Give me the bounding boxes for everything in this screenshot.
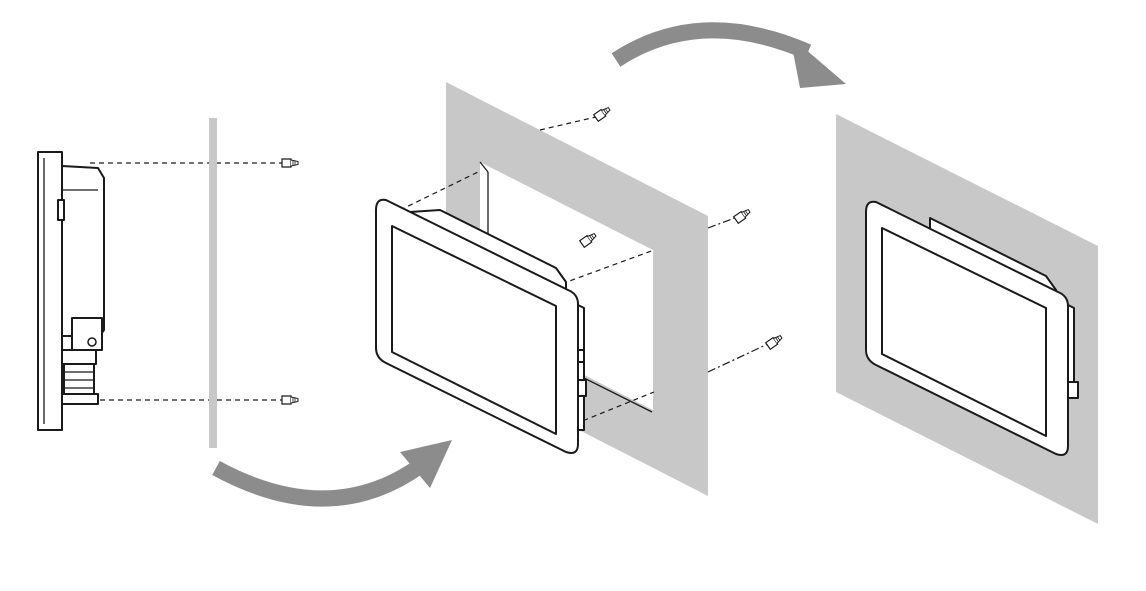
hmi-device (375, 198, 587, 454)
step-insert-into-cutout (375, 82, 785, 496)
step-side-view (37, 118, 299, 448)
screw-icon (281, 158, 299, 168)
curved-arrow-icon (212, 440, 452, 507)
screw-icon (579, 230, 599, 248)
screw-icon (765, 332, 785, 350)
curved-arrow-icon (611, 22, 846, 88)
screw-icon (733, 206, 753, 224)
step-mounted-result (836, 114, 1098, 524)
device-side-profile (37, 151, 105, 431)
screw-icon (281, 395, 299, 405)
hmi-device-mounted (865, 200, 1079, 456)
screw-icon (593, 104, 613, 122)
mounting-panel-edge (209, 118, 217, 448)
